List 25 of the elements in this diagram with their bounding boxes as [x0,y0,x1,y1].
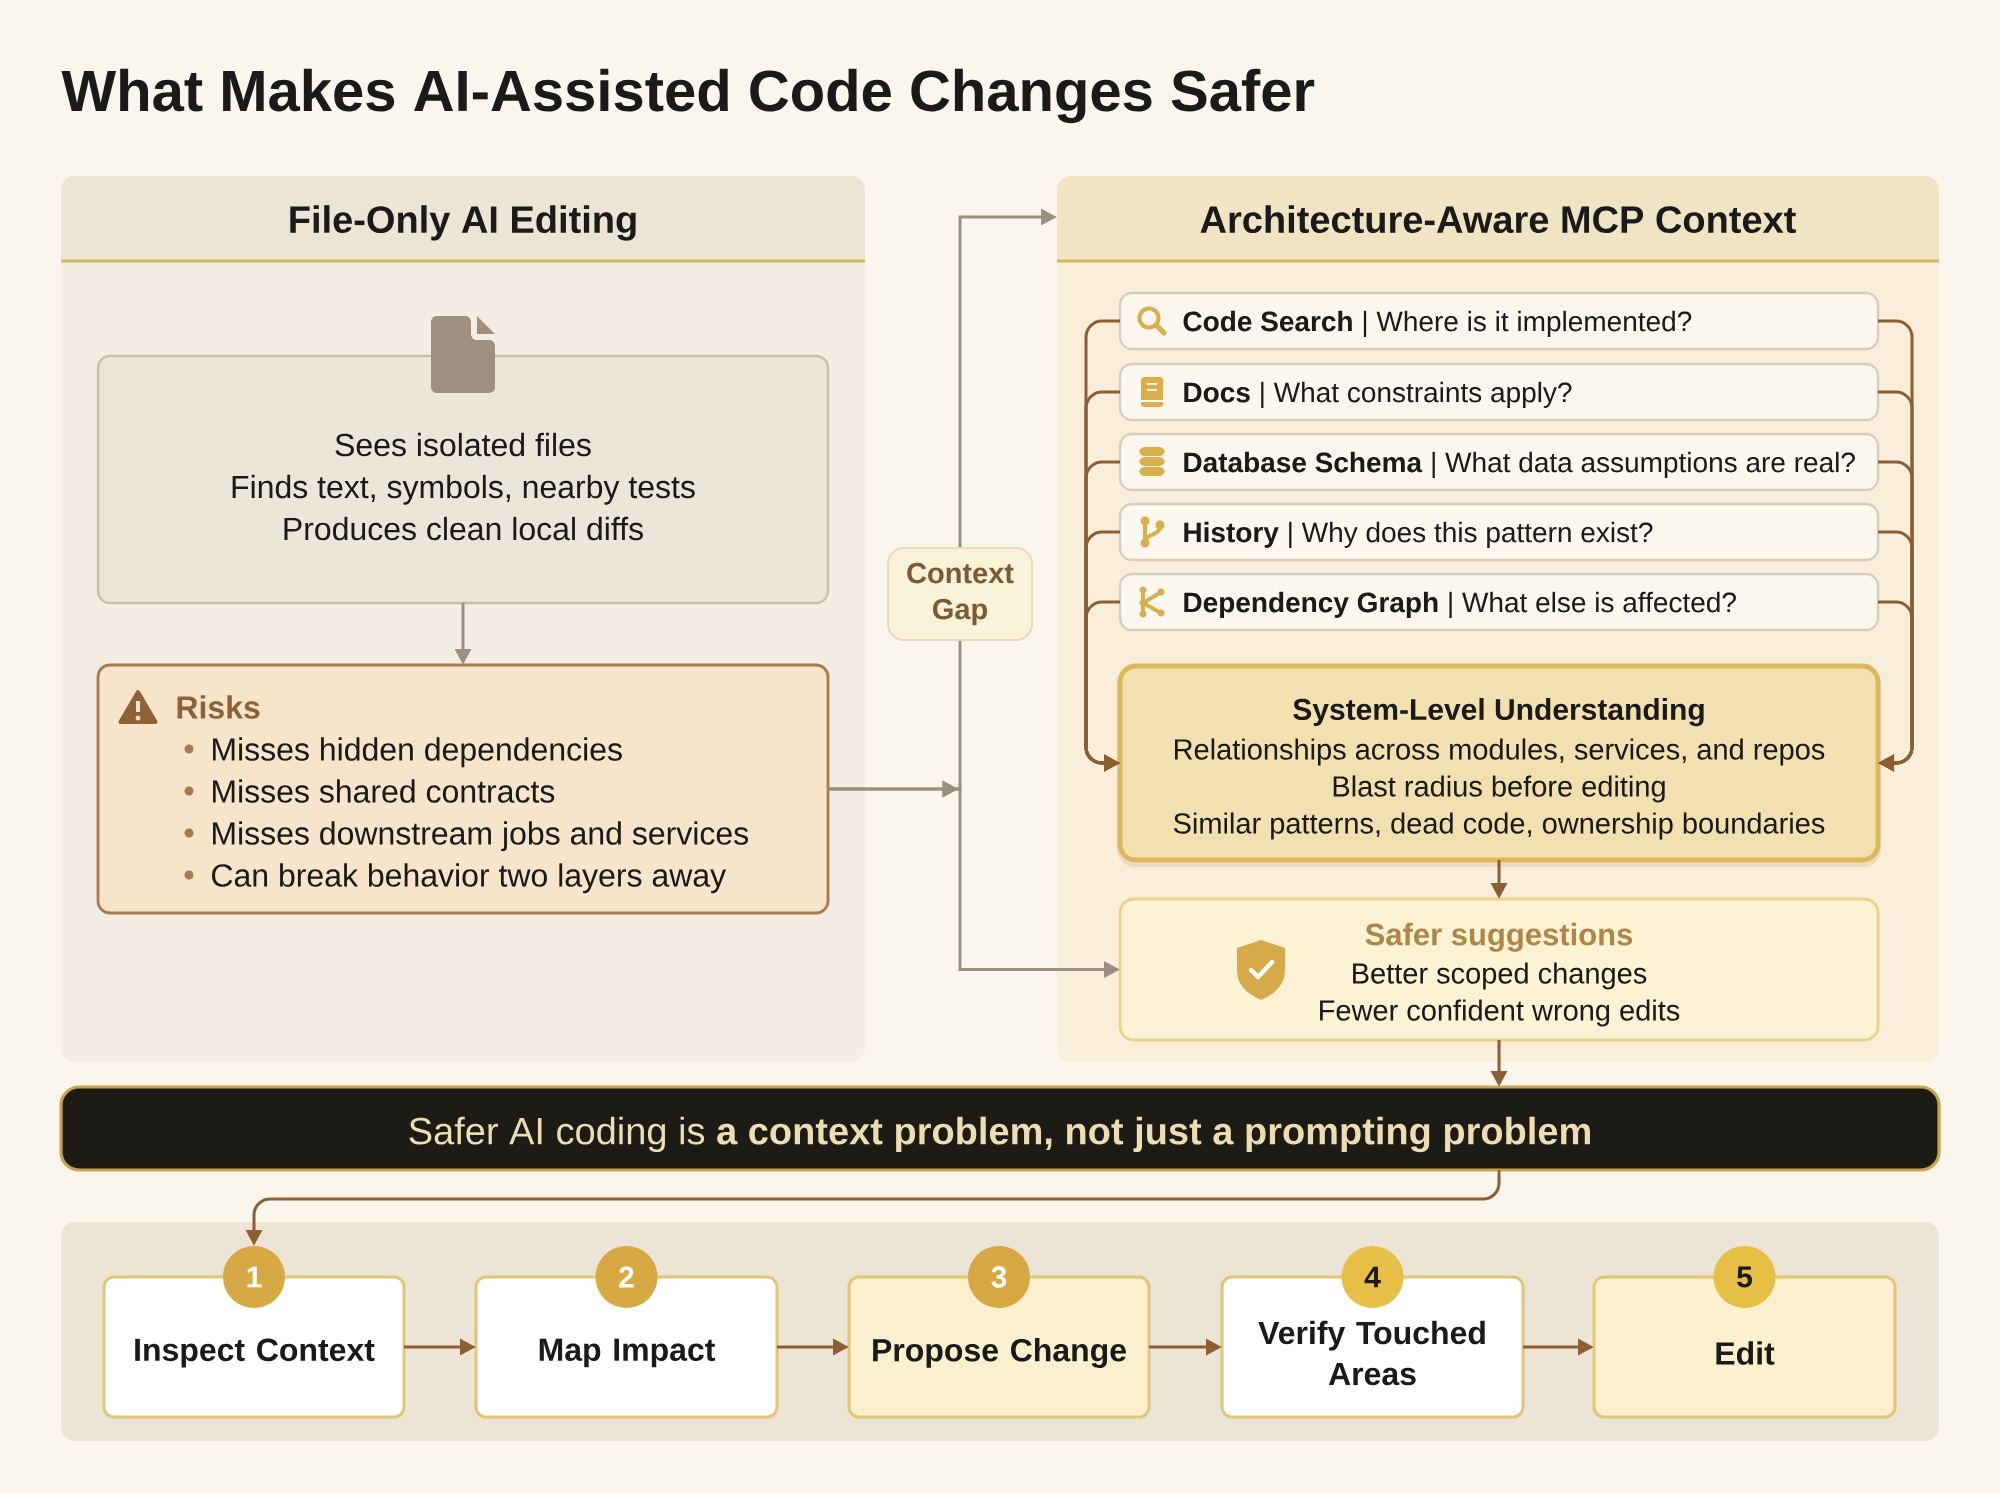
info-box: Sees isolated files Finds text, symbols, nearby tests Produces clean local diffs [96,354,830,605]
source-row: Database Schema | What data assumptions are real? [1118,432,1880,492]
source-row: History | Why does this pattern exist? [1118,502,1880,562]
number-badge: 2 [595,1246,658,1308]
node-label: Misses shared contracts [213,779,555,803]
title: What Makes AI-Assisted Code Changes Safer [61,68,1315,124]
source-row: Code Search | Where is it implemented? [1118,291,1880,351]
summary-box: System-Level Understanding Relationships across modules, services, and repos Blast radius before editing Similar patterns, dead code, ownership boundaries [1117,663,1882,867]
node-label: Can break behavior two layers away [212,863,727,894]
result-box: Safer suggestions Better scoped changes Fewer confident wrong edits [1118,897,1880,1042]
source-row: Dependency Graph | What else is affected? [1118,572,1880,632]
node-label: Misses hidden dependencies [213,737,622,768]
node-label: Misses downstream jobs and services [213,821,749,852]
edge-label: Context Gap [887,547,1033,641]
panel-header: Architecture-Aware MCP Context [1057,176,1940,263]
banner: Safer AI coding is a context problem, not just a prompting problem [59,1085,1941,1172]
node-label: Risks [177,695,260,719]
risk-box: Risks Misses hidden dependencies Misses shared contracts Misses downstream jobs and services Can break behavior two layers away [96,663,830,915]
number-badge: 4 [1341,1246,1404,1308]
number-badge: 1 [223,1246,285,1308]
panel-header: File-Only AI Editing [61,176,865,263]
number-badge: 5 [1713,1246,1776,1308]
source-row: Docs | What constraints apply? [1118,362,1880,422]
arrow [1878,600,1914,772]
number-badge: 3 [968,1246,1030,1308]
